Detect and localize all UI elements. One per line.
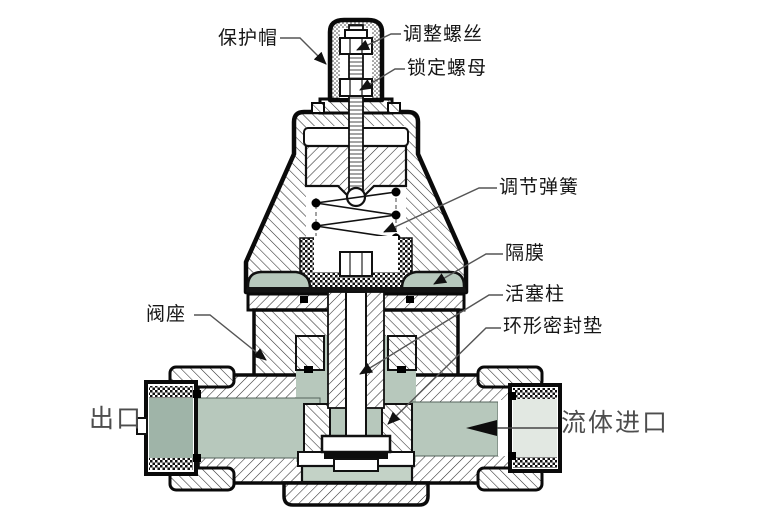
leader-lines <box>194 33 503 425</box>
piston-foot <box>320 434 392 454</box>
leader-adjusting-spring <box>383 187 497 233</box>
leader-piston-column <box>359 294 503 375</box>
piston-sleeve-left <box>327 291 347 409</box>
label-annular-seal: 环形密封垫 <box>503 316 604 337</box>
label-adjusting-spring: 调节弹簧 <box>499 177 580 198</box>
piston-top-button <box>339 251 373 277</box>
label-lock-nut: 锁定螺母 <box>407 58 488 79</box>
annular-seal-shape <box>324 452 388 459</box>
label-diaphragm: 隔膜 <box>505 243 546 264</box>
guide-seal-left <box>304 366 313 373</box>
diaphragm-sheet <box>246 287 466 294</box>
bonnet-neck-step-left <box>311 102 325 114</box>
outlet-end-fitting <box>136 380 201 476</box>
adjusting-screw-head <box>339 37 373 55</box>
leader-valve-seat <box>194 314 267 361</box>
piston-column-shape <box>345 291 367 439</box>
label-fluid-inlet: 流体进口 <box>561 410 670 437</box>
label-adjusting-screw: 调整螺丝 <box>403 24 484 45</box>
label-protective-cap: 保护帽 <box>218 28 279 49</box>
label-outlet: 出口 <box>89 406 144 433</box>
outlet-pipe-bore <box>193 397 321 459</box>
piston-sleeve-right <box>365 291 385 409</box>
adjusting-screw-head-top <box>344 29 368 39</box>
guide-seal-right <box>397 366 406 373</box>
flange-bolt <box>406 296 414 303</box>
piston-guide-left <box>295 335 325 371</box>
leader-protective-cap <box>280 37 327 65</box>
label-piston-column: 活塞柱 <box>505 284 566 305</box>
lock-nut-shape <box>339 78 373 97</box>
leader-lock-nut <box>359 68 405 91</box>
piston-foot-nut <box>333 458 379 472</box>
bottom-boss <box>282 481 430 507</box>
piston-guide-right <box>387 335 417 371</box>
leader-diaphragm <box>433 253 503 285</box>
label-valve-seat: 阀座 <box>146 304 187 325</box>
leader-adjusting-screw <box>356 33 401 51</box>
bonnet-neck-step-right <box>387 102 401 114</box>
flow-direction-arrow <box>466 420 558 436</box>
leader-annular-seal <box>387 327 501 425</box>
flange-bolt <box>300 296 308 303</box>
